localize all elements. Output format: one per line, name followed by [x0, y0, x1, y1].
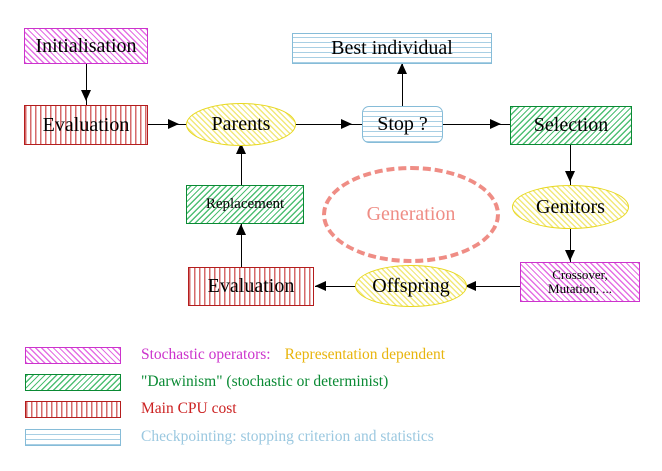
node-crossover-mutation[interactable]: Crossover, Mutation, ... — [520, 262, 640, 302]
initialisation-label: Initialisation — [35, 34, 137, 57]
legend-label-representation-dependent: Representation dependent — [284, 346, 446, 363]
arrowhead-initialisation-to-evaluation — [81, 90, 91, 101]
node-best-individual[interactable]: Best individual — [292, 33, 492, 64]
parents-label: Parents — [211, 113, 271, 135]
edge-crossover-to-offspring — [465, 286, 520, 288]
legend-label-stochastic-operators: Stochastic operators: — [141, 346, 271, 363]
edge-selection-to-genitors — [570, 145, 572, 186]
generation-label: Generation — [366, 203, 456, 225]
node-initialisation[interactable]: Initialisation — [24, 28, 148, 64]
replacement-label: Replacement — [205, 195, 285, 212]
edge-initialisation-to-evaluation — [86, 63, 88, 105]
node-parents[interactable]: Parents — [186, 103, 296, 146]
arrowhead-offspring-to-evaluation — [315, 281, 326, 291]
edge-stop-to-best-individual — [402, 64, 404, 106]
arrowhead-evaluation-to-parents — [168, 119, 179, 129]
node-offspring[interactable]: Offspring — [355, 265, 467, 307]
arrowhead-crossover-to-offspring — [465, 281, 476, 291]
legend-swatch-red-vertical-hatch-icon — [25, 400, 121, 418]
arrowhead-genitors-to-crossover — [565, 250, 575, 261]
legend-row-stochastic-operators: Stochastic operators: Representation depe… — [25, 344, 445, 366]
generation-region: Generation — [322, 166, 500, 263]
selection-label: Selection — [533, 114, 609, 136]
legend-label-main-cpu-cost: Main CPU cost — [141, 400, 237, 417]
legend-swatch-blue-horizontal-hatch-icon — [25, 428, 121, 446]
evaluation-bottom-label: Evaluation — [207, 275, 295, 297]
legend-row-darwinism: "Darwinism" (stochastic or determinist) — [25, 371, 388, 393]
genitors-label: Genitors — [536, 195, 605, 218]
offspring-label: Offspring — [372, 274, 450, 297]
edge-evaluation-to-replacement — [241, 224, 243, 268]
stop-label: Stop ? — [377, 113, 428, 135]
legend-label-checkpointing: Checkpointing: stopping criterion and st… — [141, 428, 434, 445]
node-selection[interactable]: Selection — [510, 106, 632, 145]
arrowhead-evaluation-to-replacement — [236, 224, 246, 235]
node-replacement[interactable]: Replacement — [186, 185, 304, 224]
arrowhead-parents-to-stop — [341, 119, 352, 129]
arrowhead-stop-to-best-individual — [397, 63, 407, 74]
arrowhead-selection-to-genitors — [565, 171, 575, 182]
legend-swatch-green-diagonal-hatch-icon — [25, 373, 121, 391]
crossover-label-line2: Mutation, ... — [548, 281, 612, 296]
edge-parents-to-stop — [294, 124, 362, 126]
arrowhead-replacement-to-parents — [236, 143, 246, 154]
legend-row-checkpointing: Checkpointing: stopping criterion and st… — [25, 426, 434, 448]
edge-offspring-to-evaluation — [315, 286, 363, 288]
crossover-label-line1: Crossover, — [552, 267, 608, 283]
legend-label-darwinism: "Darwinism" (stochastic or determinist) — [141, 373, 389, 390]
edge-genitors-to-crossover — [570, 228, 572, 263]
evaluation-top-label: Evaluation — [42, 113, 130, 136]
edge-stop-to-selection — [443, 124, 511, 126]
node-evaluation-bottom[interactable]: Evaluation — [188, 267, 314, 306]
legend-swatch-magenta-diagonal-hatch-icon — [25, 346, 121, 364]
legend-row-main-cpu-cost: Main CPU cost — [25, 398, 237, 420]
node-genitors[interactable]: Genitors — [512, 185, 629, 229]
edge-replacement-to-parents — [241, 143, 243, 185]
node-stop[interactable]: Stop ? — [362, 106, 443, 143]
best-individual-label: Best individual — [331, 37, 453, 59]
node-evaluation-top[interactable]: Evaluation — [24, 105, 148, 145]
arrowhead-stop-to-selection — [490, 119, 501, 129]
